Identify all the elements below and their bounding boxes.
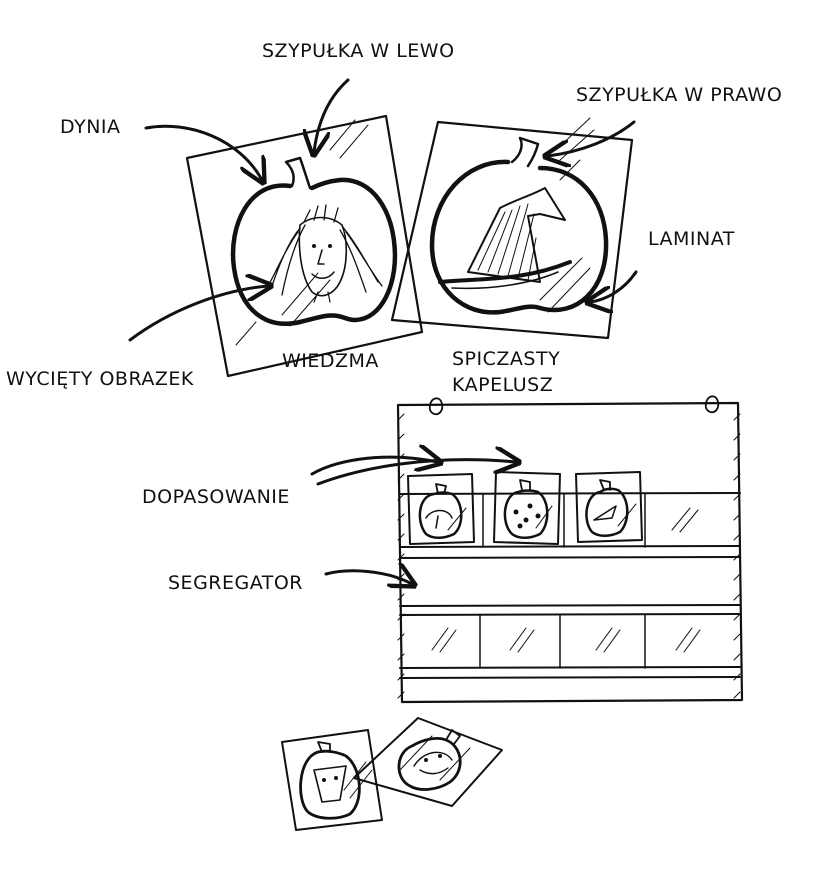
label-hat-line1: SPICZASTY [452, 348, 561, 370]
arrow-cut-picture [128, 286, 268, 342]
label-laminate: LAMINAT [648, 228, 735, 250]
pocket-row-3 [399, 613, 741, 669]
pocket-row-2 [399, 556, 741, 607]
label-matching: DOPASOWANIE [142, 486, 290, 508]
hat-card [390, 117, 634, 340]
label-dynia: DYNIA [60, 116, 121, 138]
pocket-row-4 [399, 676, 741, 679]
label-binder: SEGREGATOR [168, 572, 304, 594]
label-stem-right: SZYPUŁKA W PRAWO [576, 84, 783, 106]
loose-card-1 [281, 729, 383, 831]
pumpkin-outline-right [429, 136, 609, 315]
pocket-row-1 [399, 492, 741, 548]
arrow-stem-left [314, 78, 350, 152]
arrow-matching-1 [310, 457, 438, 476]
pumpkin-outline-left [230, 156, 398, 326]
arrow-matching-2 [316, 460, 516, 486]
witch-card [185, 114, 424, 378]
arrow-stem-right [548, 120, 636, 156]
pocket-chart-binder [396, 395, 744, 704]
witch-face [265, 204, 383, 303]
label-cut-picture: WYCIĘTY OBRAZEK [6, 368, 194, 390]
label-hat-line2: KAPELUSZ [452, 374, 554, 396]
pointed-hat [438, 187, 572, 290]
binder-rings [428, 395, 720, 416]
mini-card-3 [575, 471, 643, 543]
loose-card-2 [353, 717, 503, 807]
label-stem-left: SZYPUŁKA W LEWO [262, 40, 455, 62]
binder-hatched-edges [397, 413, 741, 699]
laminate-glare [235, 119, 369, 346]
label-witch: WIEDŹMA [282, 350, 379, 372]
label-arrows [128, 78, 638, 584]
arrow-binder [324, 571, 412, 584]
arrow-laminate [590, 270, 638, 302]
mini-card-1 [407, 473, 475, 545]
mini-card-2 [493, 471, 561, 545]
arrow-dynia [144, 124, 262, 180]
